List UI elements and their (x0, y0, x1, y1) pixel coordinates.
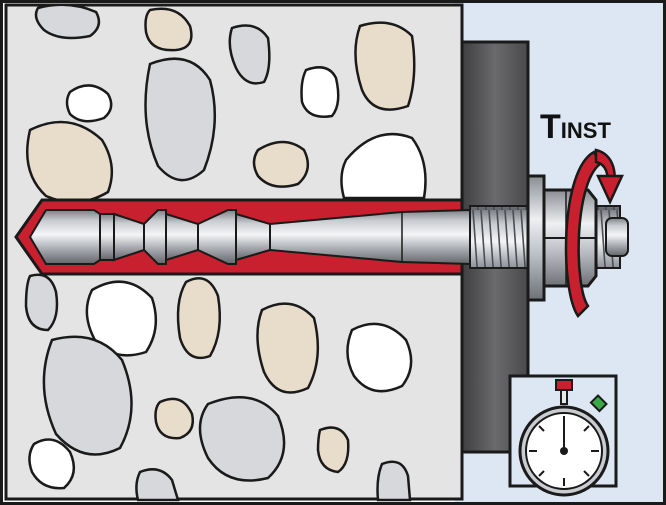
aggregate-stones (24, 3, 427, 502)
stone (28, 438, 76, 490)
stone (176, 277, 221, 360)
torque-label-subscript: INST (561, 118, 612, 143)
stone (316, 426, 350, 474)
rod-cone (143, 209, 167, 265)
torque-label: TINST (540, 108, 611, 146)
stone (256, 302, 320, 394)
stone (252, 140, 310, 188)
stone (65, 84, 113, 123)
stone (24, 273, 59, 332)
stone (34, 3, 101, 40)
stone (144, 57, 217, 182)
stone (354, 21, 416, 111)
stone (144, 7, 193, 52)
stone (376, 460, 412, 502)
rotation-arrow-icon (564, 148, 624, 318)
torque-label-main: T (540, 108, 561, 146)
stone (26, 120, 114, 204)
stone (154, 397, 194, 440)
stopwatch-icon (508, 374, 618, 497)
rod-cone (197, 209, 237, 265)
stone (228, 24, 271, 85)
stone (340, 132, 427, 200)
stone (346, 322, 413, 393)
rod-thread-end (605, 217, 629, 257)
stone (198, 396, 286, 482)
stone (85, 280, 158, 357)
stone (135, 468, 180, 502)
stone (42, 335, 133, 456)
washer (526, 174, 546, 302)
rod-cone (99, 213, 115, 261)
rod-tip (28, 209, 101, 265)
stone (300, 66, 340, 118)
